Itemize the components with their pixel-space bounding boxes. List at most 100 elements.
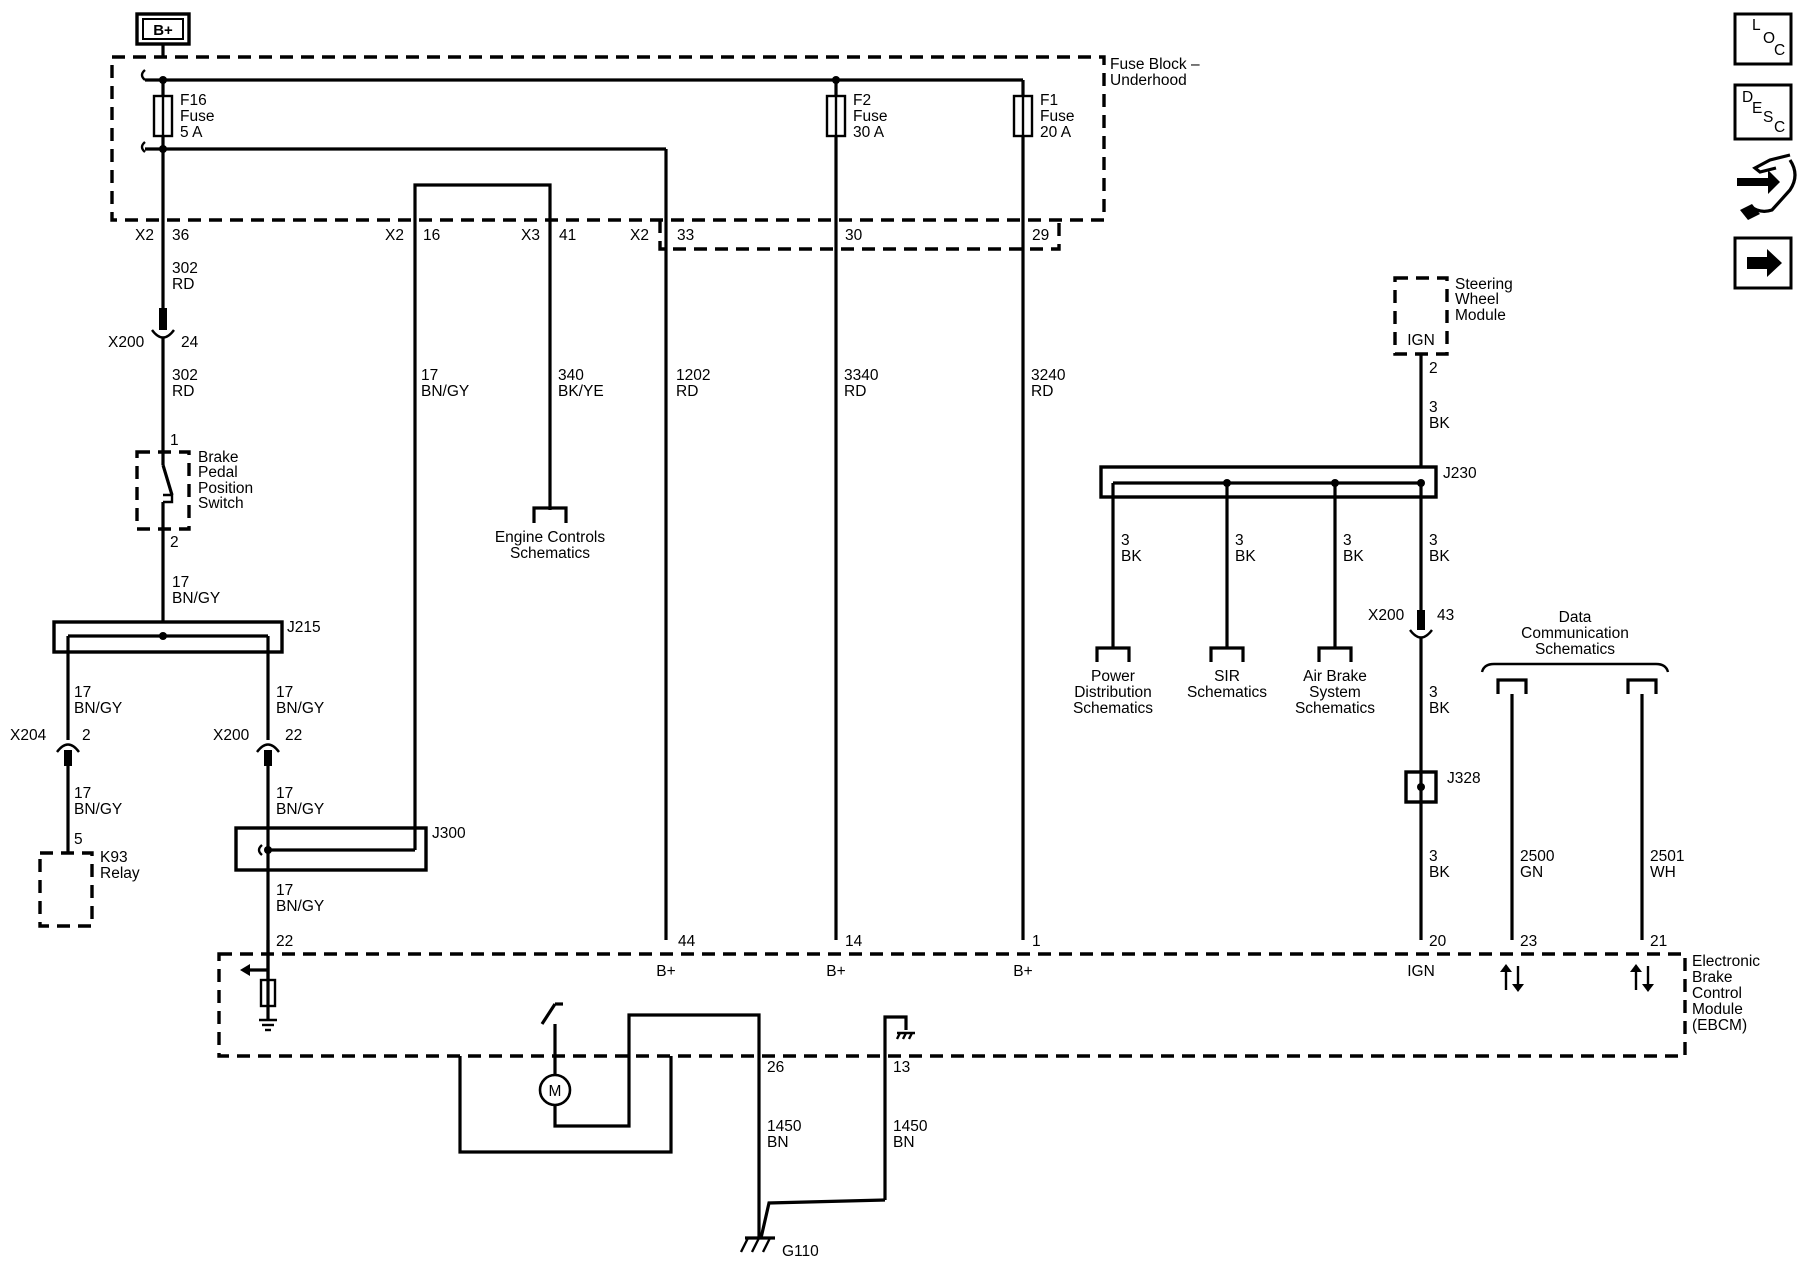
wire-17-switch-circuit: 17 [172, 574, 189, 591]
next-page-button[interactable] [1733, 236, 1793, 290]
ebcm-pin-23: 23 [1520, 933, 1537, 950]
pin-x2-16-conn: X2 [385, 227, 404, 244]
switch-label-1: Brake [198, 449, 239, 466]
sir-ref-1: SIR [1214, 668, 1240, 685]
wire-3-j328-circuit: 3 [1429, 848, 1438, 865]
relay-label-1: K93 [100, 849, 128, 866]
switch-label-3: Position [198, 480, 253, 497]
connector-x200-24-pin: 24 [181, 334, 199, 351]
ebcm-label-2: Brake [1692, 969, 1733, 986]
wire-3-j230-circuit: 3 [1429, 532, 1438, 549]
ebcm-pin-14: 14 [845, 933, 863, 950]
ebcm-bplus-1: B+ [1013, 963, 1032, 980]
ebcm-label-4: Module [1692, 1001, 1743, 1018]
ebcm-label: Electronic Brake Control Module (EBCM) [1692, 953, 1760, 1034]
wire-3-j328-color: BK [1429, 864, 1450, 881]
connector-x200-22-name: X200 [213, 727, 250, 744]
fuse-f2: F2 Fuse 30 A [825, 80, 887, 940]
ebcm-brake-input-circuit [240, 940, 277, 1032]
wire-3-x200-circuit: 3 [1429, 684, 1438, 701]
connector-x200-22: X200 22 [213, 727, 302, 766]
switch-label-4: Switch [198, 495, 244, 512]
engine-controls-line1: Engine Controls [495, 529, 606, 546]
diagnostic-tools-button[interactable] [1737, 153, 1797, 220]
switch-pin-2: 2 [170, 534, 179, 551]
wrench-icon [1740, 204, 1760, 220]
engine-controls-line2: Schematics [510, 545, 590, 562]
switch-pin-1: 1 [170, 432, 179, 449]
connector-x200-22-pin: 22 [285, 727, 302, 744]
switch-label-2: Pedal [198, 464, 238, 481]
wire-302-upper-color: RD [172, 276, 194, 293]
ebcm-label-5: (EBCM) [1692, 1017, 1747, 1034]
wire-3-sir-circuit: 3 [1235, 532, 1244, 549]
fuse-f1-rating: 20 A [1040, 124, 1072, 141]
pin-x2-36-pin: 36 [172, 227, 189, 244]
power-ref-3: Schematics [1073, 700, 1153, 717]
desc-letter-d: D [1742, 89, 1753, 106]
ebcm-pin-20: 20 [1429, 933, 1447, 950]
battery-source: B+ [135, 12, 191, 46]
relay-label-2: Relay [100, 865, 140, 882]
arrow-right-icon [1747, 249, 1782, 277]
fuse-f16: F16 Fuse 5 A [152, 80, 214, 149]
wire-17-relay-color: BN/GY [74, 801, 122, 818]
fuse-block-title-line2: Underhood [1110, 72, 1187, 89]
pin-x2-33-pin: 33 [677, 227, 694, 244]
wire-1450a-circuit: 1450 [767, 1118, 802, 1135]
battery-label: B+ [153, 22, 173, 39]
wire-17-x200-circuit: 17 [276, 785, 293, 802]
ebcm-pin-22: 22 [276, 933, 293, 950]
fuse-block-title-line1: Fuse Block – [1110, 56, 1200, 73]
data-communication-reference: Data Communication Schematics [1480, 609, 1670, 694]
fuse-f2-type: Fuse [853, 108, 887, 125]
desc-letter-s: S [1763, 109, 1773, 126]
wire-3-sir-color: BK [1235, 548, 1256, 565]
fuse-f1-name: F1 [1040, 92, 1058, 109]
fuse-block-extension [658, 220, 1061, 251]
airbrake-ref-1: Air Brake [1303, 668, 1367, 685]
splice-j230-label: J230 [1443, 465, 1477, 482]
splice-j230: J230 [1099, 465, 1477, 499]
swm-pin: 2 [1429, 360, 1438, 377]
wire-3-ab-circuit: 3 [1343, 532, 1352, 549]
wire-17-top-color: BN/GY [421, 383, 469, 400]
fuse-f16-name: F16 [180, 92, 207, 109]
fuse-f2-rating: 30 A [853, 124, 885, 141]
wire-3-x200-color: BK [1429, 700, 1450, 717]
wire-3-ab-color: BK [1343, 548, 1364, 565]
connector-x200-43-pin: 43 [1437, 607, 1454, 624]
desc-button[interactable]: D E S C [1733, 83, 1793, 141]
wire-3-j230-color: BK [1429, 548, 1450, 565]
sir-reference: SIR Schematics [1187, 646, 1267, 701]
ebcm-label-3: Control [1692, 985, 1742, 1002]
wire-3-pd-circuit: 3 [1121, 532, 1130, 549]
airbrake-ref-3: Schematics [1295, 700, 1375, 717]
ebcm-pin-44: 44 [678, 933, 696, 950]
ebcm-ign: IGN [1407, 963, 1435, 980]
relay-pin: 5 [74, 831, 83, 848]
power-ref-2: Distribution [1074, 684, 1152, 701]
pin-x3-41-conn: X3 [521, 227, 540, 244]
swm-label-3: Module [1455, 307, 1506, 324]
datacomm-ref-3: Schematics [1535, 641, 1615, 658]
wire-17-top-circuit: 17 [421, 367, 438, 384]
power-distribution-reference: Power Distribution Schematics [1073, 646, 1153, 717]
ground-g110-label: G110 [782, 1243, 819, 1260]
loc-button[interactable]: L O C [1733, 12, 1793, 66]
fuse-f2-name: F2 [853, 92, 871, 109]
connector-x204-2: X204 2 [10, 727, 91, 766]
desc-letter-c: C [1774, 119, 1785, 136]
swm-label-1: Steering [1455, 276, 1513, 293]
wire-302-lower-circuit: 302 [172, 367, 198, 384]
wire-3340-circuit: 3340 [844, 367, 879, 384]
pin-x2-36-conn: X2 [135, 227, 154, 244]
connector-x204-name: X204 [10, 727, 47, 744]
ebcm-pin-1: 1 [1032, 933, 1041, 950]
ebcm-pump-motor-circuit: M [458, 1002, 761, 1200]
ebcm-pin-26: 26 [767, 1059, 784, 1076]
wire-17-j215-left-circuit: 17 [74, 684, 91, 701]
ebcm-bplus-44: B+ [656, 963, 675, 980]
